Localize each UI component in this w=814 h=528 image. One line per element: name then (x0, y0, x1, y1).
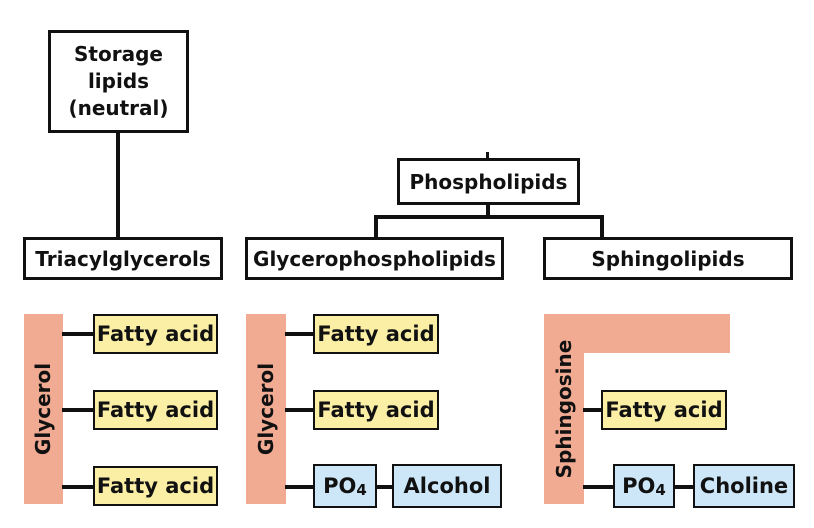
sphingolipid-fatty-acid: Fatty acid (601, 390, 727, 430)
fatty-acid-label: Fatty acid (96, 474, 215, 498)
connector-storage-to-triacylglycerols (116, 131, 120, 238)
fatty-acid-label: Fatty acid (96, 322, 215, 346)
triacylglycerol-bond-1 (62, 332, 95, 336)
triacylglycerol-bond-3 (62, 485, 95, 489)
triacylglycerol-glycerol-label: Glycerol (31, 362, 55, 456)
fatty-acid-label: Fatty acid (317, 398, 435, 422)
fatty-acid-label: Fatty acid (605, 398, 723, 422)
triacylglycerols-label: Triacylglycerols (35, 246, 211, 271)
sphingolipid-head-bond (675, 485, 695, 489)
glycerophospholipids-label: Glycerophospholipids (253, 246, 496, 271)
phosphate-label: PO4 (323, 474, 367, 499)
glycerophospholipid-bond-3 (285, 485, 315, 489)
phosphate-base: PO (323, 473, 357, 498)
glycerophospholipid-head-bond (377, 485, 394, 489)
phosphate-subscript: 4 (655, 480, 666, 499)
triacylglycerols-box: Triacylglycerols (23, 237, 223, 280)
alcohol-label: Alcohol (403, 474, 491, 498)
glycerophospholipid-fatty-acid-1: Fatty acid (313, 314, 439, 354)
sphingosine-label: Sphingosine (552, 339, 576, 479)
glycerophospholipid-phosphate: PO4 (313, 464, 377, 508)
phospholipids-label: Phospholipids (409, 169, 568, 194)
storage-lipids-box: Storage lipids (neutral) (48, 30, 189, 133)
sphingosine-backbone-horizontal (544, 314, 730, 353)
glycerophospholipid-alcohol: Alcohol (392, 464, 502, 508)
connector-to-sphingolipids (600, 215, 604, 238)
glycerophospholipid-bond-1 (285, 332, 315, 336)
phosphate-subscript: 4 (356, 480, 367, 499)
triacylglycerol-bond-2 (62, 408, 95, 412)
connector-phospholipids-top (486, 152, 489, 160)
sphingolipid-bond-1 (583, 408, 603, 412)
sphingolipids-box: Sphingolipids (543, 237, 793, 280)
sphingolipid-choline: Choline (693, 464, 795, 508)
triacylglycerol-glycerol-backbone (24, 314, 63, 504)
choline-label: Choline (699, 474, 789, 498)
sphingolipid-phosphate: PO4 (613, 464, 675, 508)
phospholipids-box: Phospholipids (397, 158, 580, 205)
fatty-acid-label: Fatty acid (96, 398, 215, 422)
storage-lipids-label: Storage lipids (neutral) (68, 42, 169, 120)
fatty-acid-label: Fatty acid (317, 322, 435, 346)
glycerophospholipid-glycerol-backbone (246, 314, 286, 504)
connector-phospholipids-stem (486, 204, 490, 218)
triacylglycerol-fatty-acid-1: Fatty acid (93, 314, 218, 354)
sphingolipids-label: Sphingolipids (591, 246, 745, 271)
connector-phospholipids-horizontal (374, 215, 604, 219)
glycerophospholipid-glycerol-label: Glycerol (254, 362, 278, 456)
glycerophospholipid-bond-2 (285, 408, 315, 412)
glycerophospholipids-box: Glycerophospholipids (245, 237, 504, 280)
glycerophospholipid-fatty-acid-2: Fatty acid (313, 390, 439, 430)
triacylglycerol-fatty-acid-2: Fatty acid (93, 390, 218, 430)
phosphate-label: PO4 (622, 474, 666, 499)
triacylglycerol-fatty-acid-3: Fatty acid (93, 466, 218, 506)
connector-to-glycerophospholipids (374, 215, 378, 238)
sphingolipid-bond-2 (583, 485, 615, 489)
phosphate-base: PO (622, 473, 656, 498)
